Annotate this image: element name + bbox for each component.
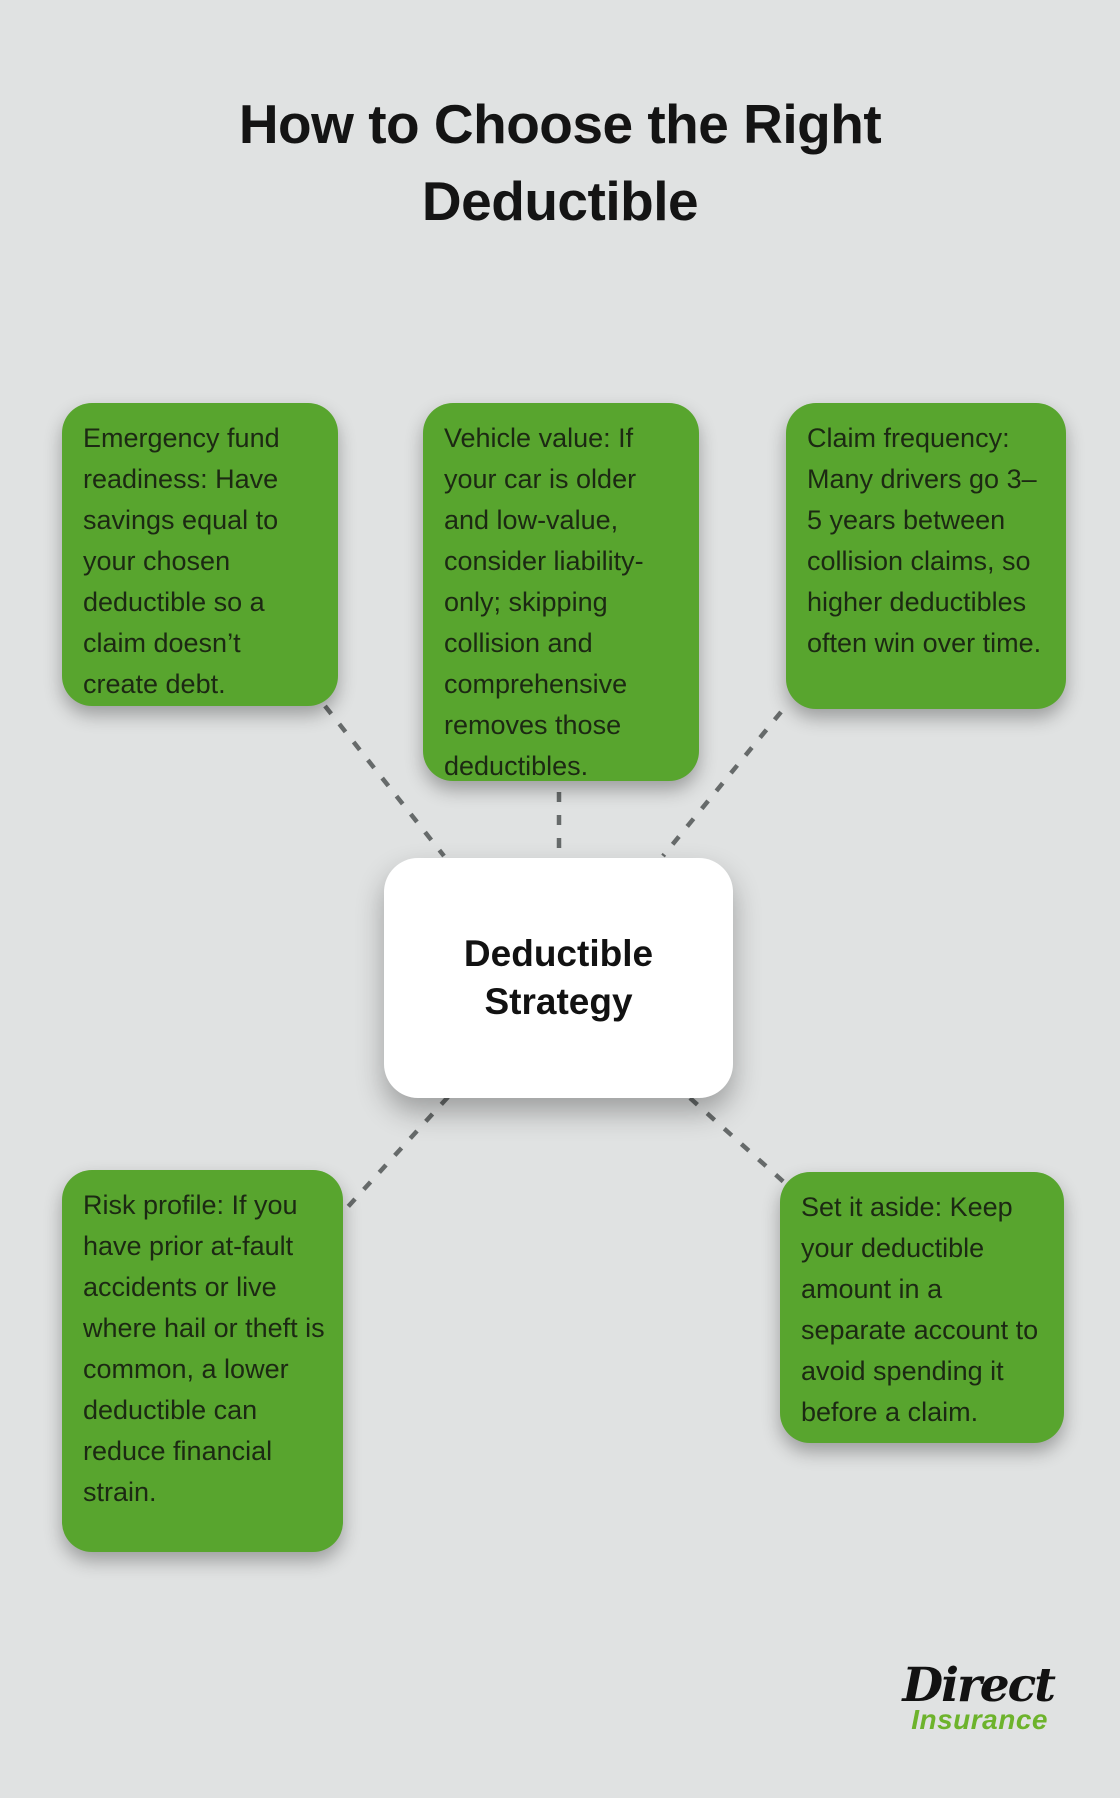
logo-primary-text: Direct bbox=[902, 1658, 1056, 1713]
direct-insurance-logo: Direct Insurance bbox=[902, 1658, 1056, 1735]
node-vehicle-value-text: Vehicle value: If your car is older and … bbox=[444, 423, 644, 781]
page-title: How to Choose the Right Deductible bbox=[0, 86, 1120, 240]
connector-center-to-aside bbox=[688, 1096, 788, 1186]
node-risk-profile-text: Risk profile: If you have prior at-fault… bbox=[83, 1190, 325, 1507]
node-risk-profile: Risk profile: If you have prior at-fault… bbox=[62, 1170, 343, 1552]
logo-secondary-text: Insurance bbox=[911, 1704, 1048, 1735]
page-title-line-1: How to Choose the Right bbox=[238, 93, 882, 155]
node-claim-frequency: Claim frequency: Many drivers go 3–5 yea… bbox=[786, 403, 1066, 709]
page-title-line-2: Deductible bbox=[421, 170, 699, 232]
node-vehicle-value: Vehicle value: If your car is older and … bbox=[423, 403, 699, 781]
connector-center-to-risk bbox=[343, 1095, 450, 1212]
node-emergency-fund-readiness: Emergency fund readiness: Have savings e… bbox=[62, 403, 338, 706]
center-node-deductible-strategy: Deductible Strategy bbox=[384, 858, 733, 1098]
node-set-it-aside-text: Set it aside: Keep your deductible amoun… bbox=[801, 1192, 1039, 1427]
node-set-it-aside: Set it aside: Keep your deductible amoun… bbox=[780, 1172, 1064, 1443]
node-claim-frequency-text: Claim frequency: Many drivers go 3–5 yea… bbox=[807, 423, 1042, 658]
center-node-label: Deductible Strategy bbox=[463, 933, 654, 1022]
node-emergency-fund-readiness-text: Emergency fund readiness: Have savings e… bbox=[83, 423, 280, 699]
